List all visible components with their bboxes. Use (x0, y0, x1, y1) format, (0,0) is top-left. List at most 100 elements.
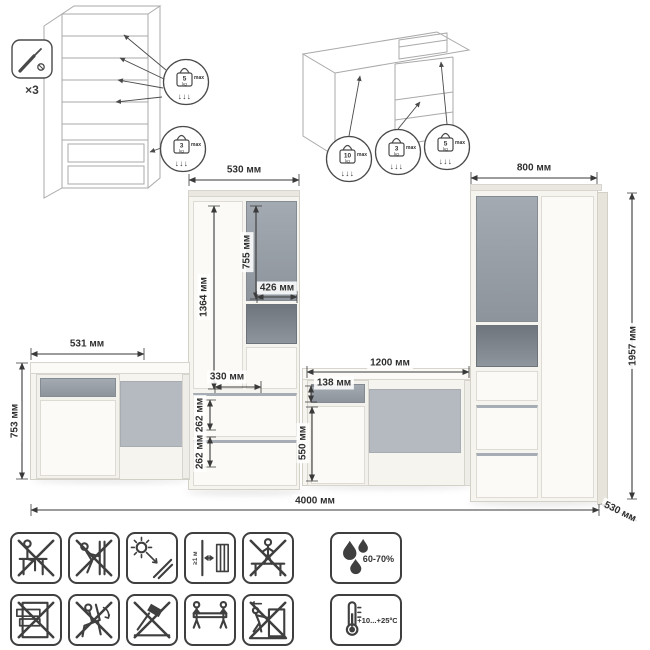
no-climbing-drawers-icon (10, 594, 62, 646)
left-desk (30, 362, 190, 480)
no-sitting-icon (10, 532, 62, 584)
screwdriver-icon (18, 54, 36, 73)
assembly-tools-badge (11, 39, 53, 79)
svg-text:10: 10 (344, 153, 352, 160)
dim-desk-height: 753 мм (8, 400, 22, 442)
right-cabinet-open-niche (476, 325, 538, 367)
weight-icon (440, 132, 451, 139)
down-arrows-icon: ↓↓↓ (178, 92, 192, 101)
svg-text:5: 5 (444, 141, 448, 148)
center-desk-pedestal (307, 380, 369, 486)
no-leaning-icon (68, 532, 120, 584)
svg-text:kg: kg (443, 146, 448, 151)
radiator-icon (215, 543, 229, 573)
svg-text:max: max (406, 145, 416, 151)
center-desk-door (311, 406, 365, 484)
dim-overall-height: 1957 мм (626, 323, 640, 369)
x3-quantity-label: ×3 (25, 83, 39, 97)
weight-icon (391, 137, 402, 144)
dim-niche-width-bottom: 330 мм (206, 370, 248, 384)
svg-text:≥1 м: ≥1 м (192, 551, 199, 565)
left-desk-top (30, 362, 190, 374)
left-desk-door (40, 400, 116, 476)
sun-icon (135, 541, 148, 554)
weight-icon (179, 67, 190, 74)
center-desk-back-panel (369, 389, 461, 453)
right-cabinet (470, 184, 602, 502)
dim-left-desk-depth: 531 мм (66, 337, 108, 351)
no-dragging-icon (242, 594, 294, 646)
avoid-sunlight-icon (126, 532, 178, 584)
svg-text:3: 3 (395, 146, 399, 153)
down-arrows-icon: ↓↓↓ (175, 159, 189, 168)
weight-icon (176, 134, 187, 141)
left-desk-back-panel (120, 381, 184, 447)
svg-text:kg: kg (182, 81, 187, 86)
svg-text:kg: kg (179, 148, 184, 153)
load-callout-drawer: 3 kg max ↓↓↓ (159, 125, 207, 173)
heater-distance-icon: ≥1 м (184, 532, 236, 584)
left-cabinet-open-niche (246, 304, 297, 344)
dim-drawer-height-1: 262 мм (193, 394, 207, 436)
desk-callout-leaders (348, 61, 448, 137)
down-arrows-icon: ↓↓↓ (439, 157, 453, 166)
dim-door-section-height: 1364 мм (197, 274, 211, 320)
load-callout-desk-shelf: 3 kg max ↓↓↓ (374, 128, 422, 176)
shadow (468, 498, 608, 507)
svg-text:max: max (455, 140, 465, 146)
rotate-arrow-icon (102, 606, 111, 619)
dim-overall-depth: 530 мм (599, 497, 641, 527)
dim-right-cabinet-width: 800 мм (513, 161, 555, 175)
down-arrows-icon: ↓↓↓ (341, 169, 355, 178)
right-cabinet-grey-door (476, 196, 538, 322)
weight-icon (342, 144, 353, 151)
temperature-range-icon: +10...+25ºC (330, 594, 402, 646)
dim-grey-door-height: 755 мм (240, 231, 254, 273)
left-cabinet-lower-panel (246, 347, 297, 389)
svg-text:max: max (194, 75, 204, 81)
load-callout-desk-drawer: 5 kg max ↓↓↓ (423, 123, 471, 171)
svg-text:5: 5 (183, 76, 187, 83)
wardrobe-line-drawing (43, 5, 162, 199)
desk-line-drawing (301, 31, 471, 157)
dim-niche-width-top: 426 мм (256, 281, 298, 295)
load-callout-shelf: 5 kg max ↓↓↓ (162, 58, 210, 106)
water-drop-icon (343, 540, 357, 560)
left-desk-drawer-front (40, 378, 116, 397)
left-cabinet-drawer-2 (193, 440, 297, 486)
water-drop-icon (350, 558, 362, 575)
left-cabinet-drawer-1 (193, 393, 297, 437)
dim-desk-drawer-height: 138 мм (313, 376, 355, 390)
right-cabinet-side-face (597, 192, 608, 505)
right-cabinet-drawer-1 (476, 405, 538, 450)
shadow (186, 488, 304, 496)
svg-text:+10...+25ºC: +10...+25ºC (357, 616, 397, 625)
dim-left-cabinet-width: 530 мм (223, 163, 265, 177)
right-cabinet-white-door (541, 196, 594, 498)
dim-desk-width: 1200 мм (367, 356, 413, 370)
no-hammering-icon (126, 594, 178, 646)
no-standing-icon (242, 532, 294, 584)
load-callout-desktop: 10 kg max ↓↓↓ (325, 135, 373, 183)
left-desk-side-panel (182, 374, 190, 479)
svg-text:kg: kg (394, 151, 399, 156)
cabinet-top-face (470, 184, 602, 191)
right-cabinet-lower-panel (476, 371, 538, 401)
carry-two-people-icon (184, 594, 236, 646)
humidity-range-icon: 60-70% (330, 532, 402, 584)
dim-overall-width: 4000 мм (292, 494, 338, 508)
shadow (304, 483, 472, 490)
screw-icon (37, 63, 45, 71)
svg-text:3: 3 (180, 143, 184, 150)
down-arrows-icon: ↓↓↓ (390, 162, 404, 171)
right-cabinet-drawer-2 (476, 453, 538, 498)
wardrobe-callout-leaders (115, 34, 167, 153)
svg-text:kg: kg (345, 158, 350, 163)
svg-text:max: max (357, 152, 367, 158)
dim-desk-clearance: 550 мм (296, 422, 310, 464)
dim-drawer-height-2: 262 мм (193, 431, 207, 473)
shadow (32, 477, 190, 484)
svg-text:max: max (191, 142, 201, 148)
water-drop-icon (358, 538, 368, 553)
